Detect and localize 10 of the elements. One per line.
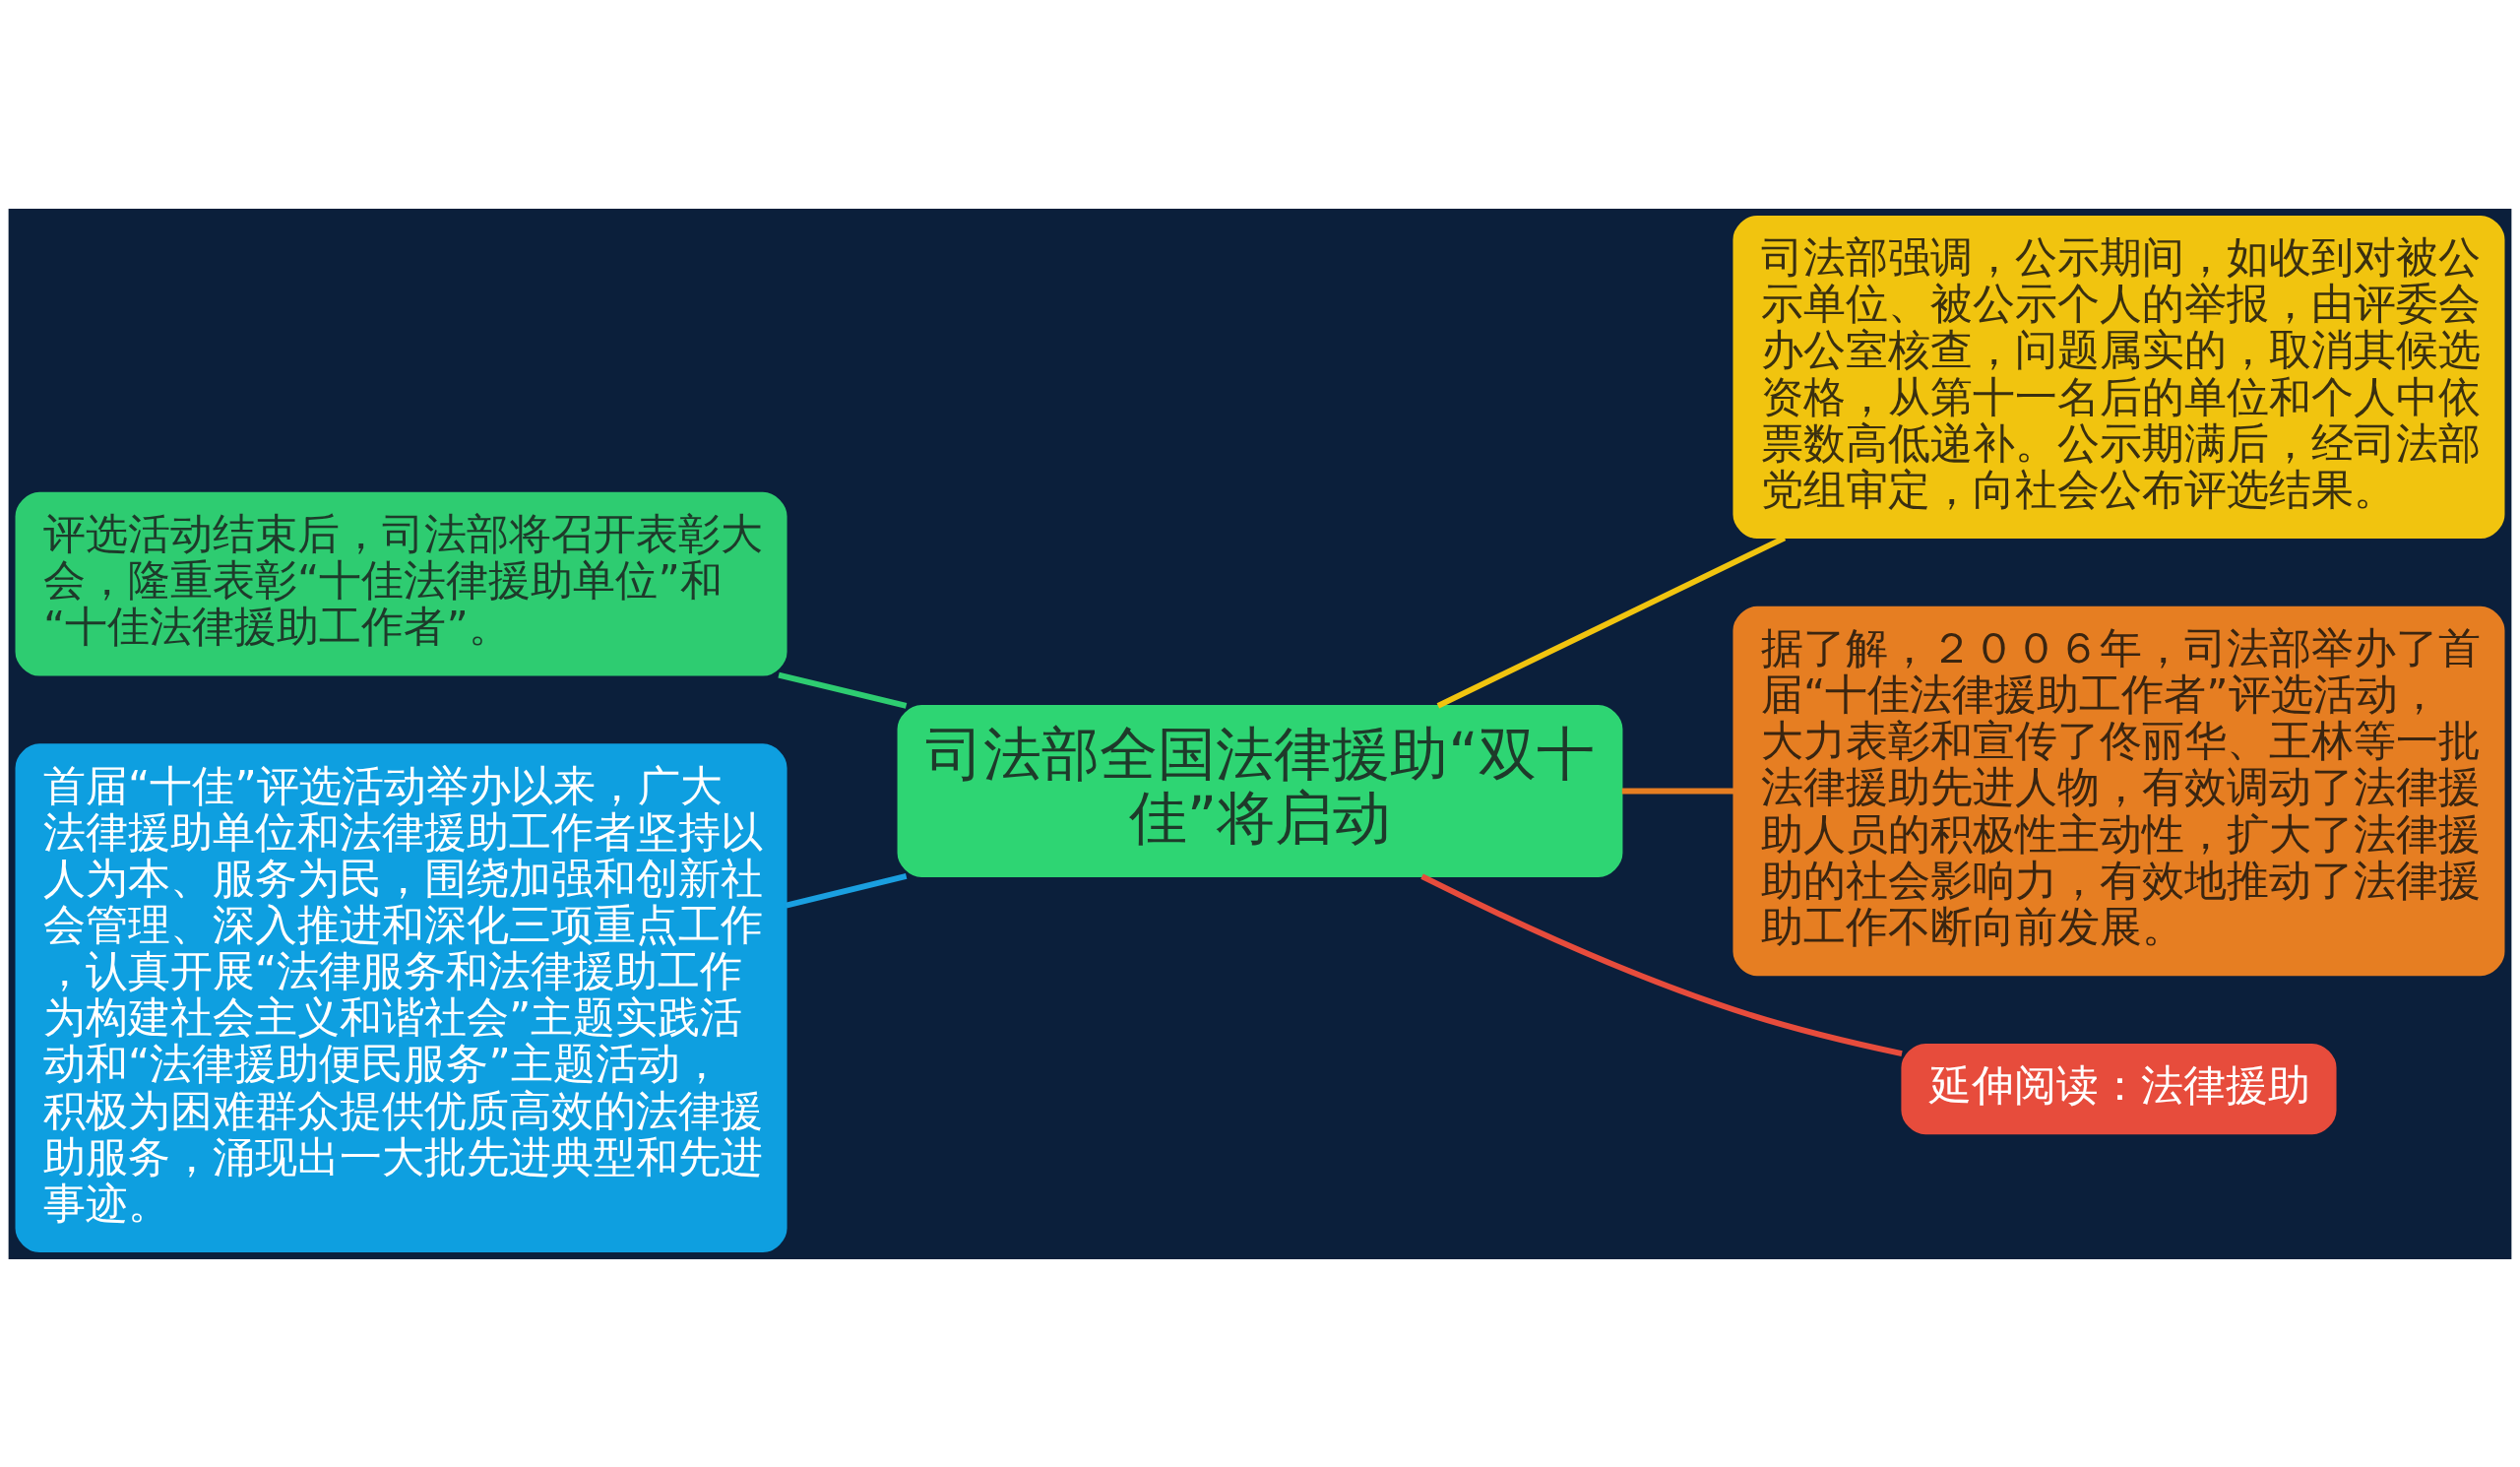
node-box: 司法部强调，公示期间，如收到对被公示单位、被公示个人的举报，由评委会办公室核查，问题属实的，取消其候选资格，从第十一名后的单位和个人中依票数高低递补。公示期满后，经司法部党组审定，向社会公布评选结果。	[1732, 215, 2505, 539]
node-box: 据了解，２００６年，司法部举办了首届“十佳法律援助工作者”评选活动，大力表彰和宣传了佟丽华、王林等一批法律援助先进人物，有效调动了法律援助人员的积极性主动性，扩大了法律援助的社会影响力，有效地推动了法律援助工作不断向前发展。	[1732, 606, 2505, 976]
connector	[778, 671, 908, 709]
connector	[1420, 873, 1903, 1056]
node-box: 司法部全国法律援助“双十佳”将启动	[897, 704, 1623, 877]
node-box: 评选活动结束后，司法部将召开表彰大会，隆重表彰“十佳法律援助单位”和“十佳法律援助工作者”。	[15, 491, 788, 676]
connector	[1621, 788, 1734, 794]
connector	[786, 872, 908, 908]
node-box: 延伸阅读：法律援助	[1901, 1043, 2337, 1134]
node-box: 首届“十佳”评选活动举办以来，广大法律援助单位和法律援助工作者坚持以人为本、服务为民，围绕加强和创新社会管理、深入推进和深化三项重点工作，认真开展“法律服务和法律援助工作为构建社会主义和谐社会”主题实践活动和“法律援助便民服务”主题活动，积极为困难群众提供优质高效的法律援助服务，涌现出一大批先进典型和先进事迹。	[15, 742, 788, 1252]
